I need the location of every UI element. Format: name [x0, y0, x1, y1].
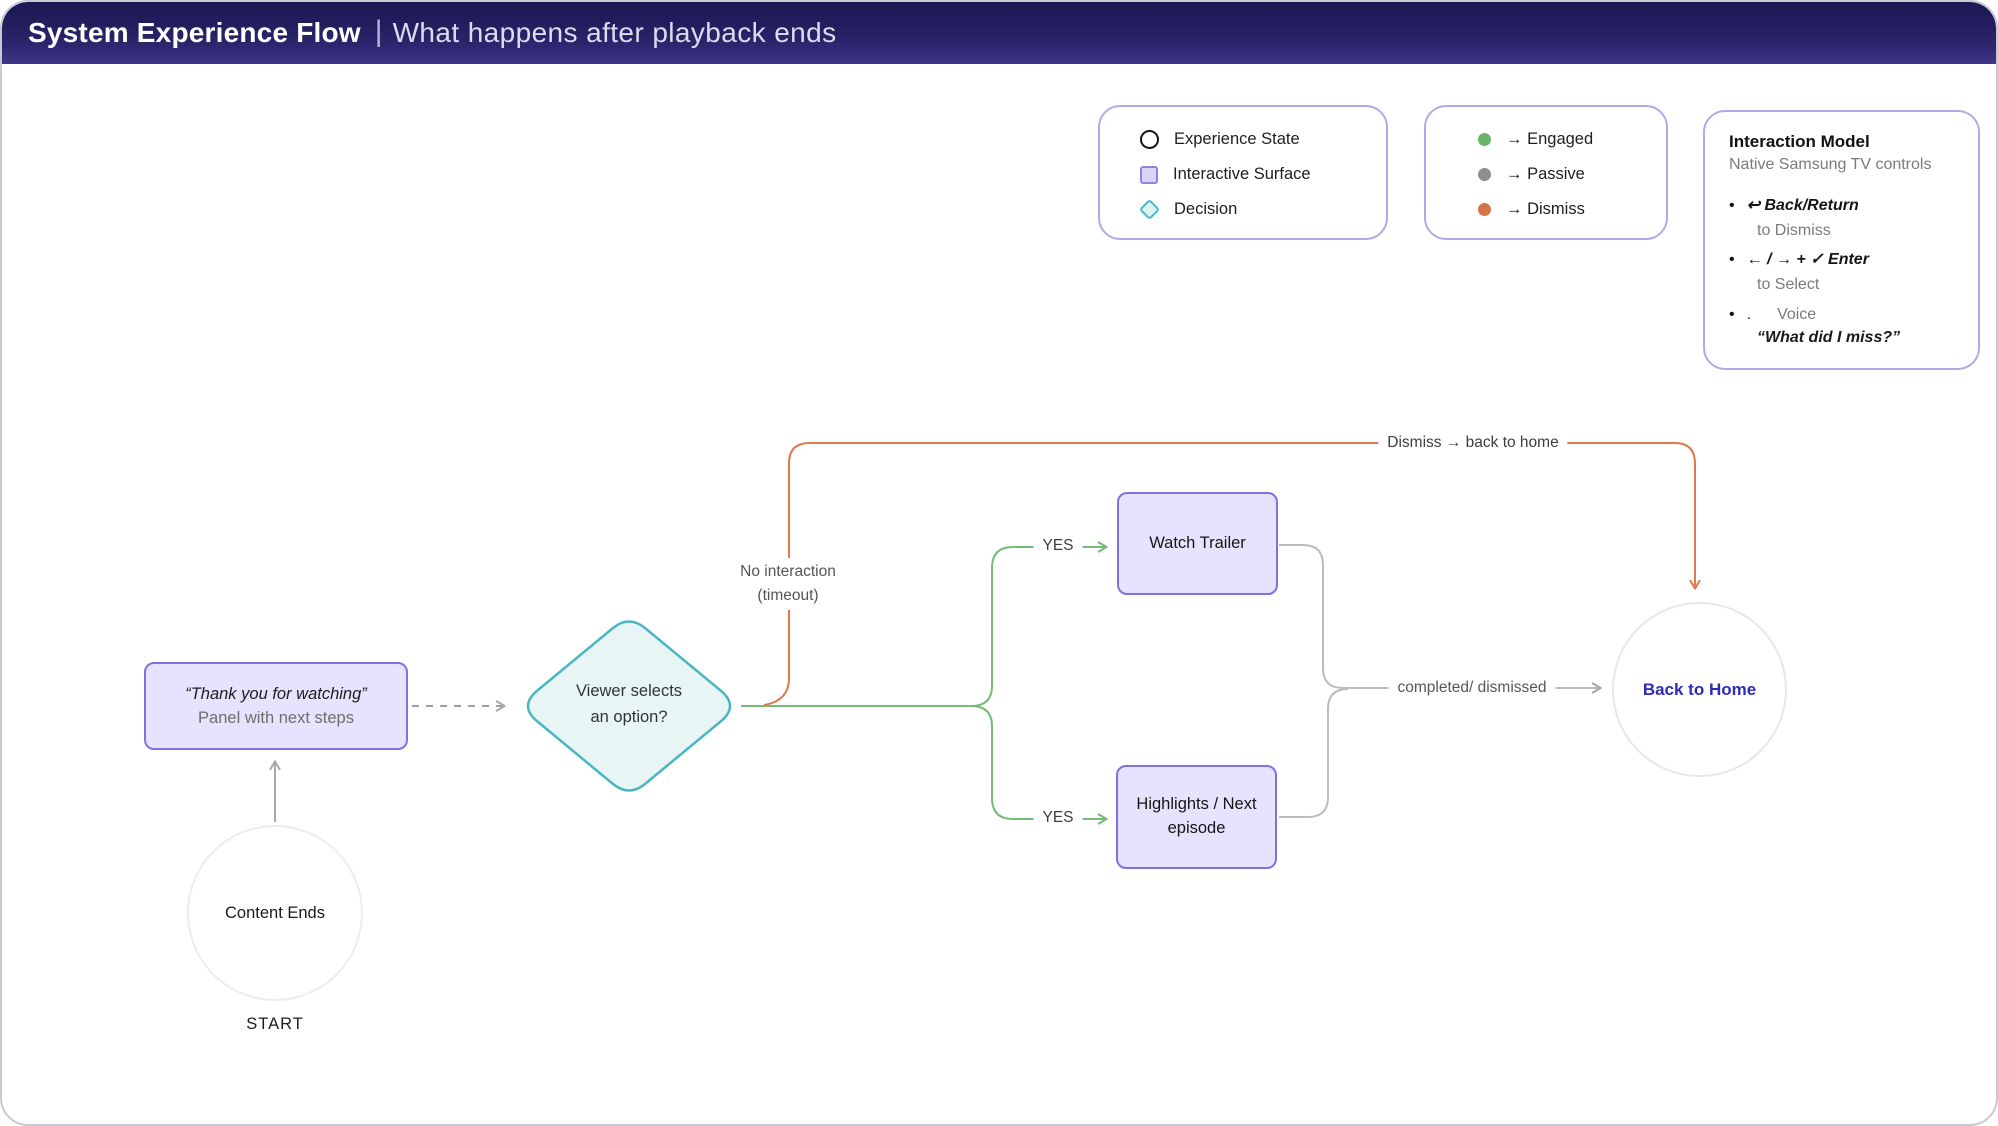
panel-line1: “Thank you for watching”	[185, 684, 367, 703]
legend-item-engaged: → Engaged	[1478, 122, 1666, 157]
orange-dot-icon	[1478, 203, 1491, 216]
legend-label: Interactive Surface	[1173, 165, 1311, 183]
legend-shapes-card: Experience State Interactive Surface Dec…	[1098, 105, 1388, 240]
header-bar: System Experience Flow | What happens af…	[2, 2, 1996, 64]
bullet-icon: •	[1729, 251, 1735, 269]
decision-line1: Viewer selects	[575, 682, 683, 700]
interaction-model-bullets: • ↩ Back/Return to Dismiss • ← / → + ✓ E…	[1729, 194, 1960, 347]
bullet-back-return: • ↩ Back/Return	[1729, 194, 1960, 218]
legend-label: → Passive	[1506, 165, 1585, 183]
timeout-line2: (timeout)	[757, 587, 819, 604]
bullet-desc: to Select	[1757, 276, 1820, 294]
legend-item-passive: → Passive	[1478, 157, 1666, 192]
node-back-to-home: Back to Home	[1612, 602, 1787, 777]
circle-icon	[1140, 130, 1159, 149]
start-caption: START	[246, 1015, 304, 1033]
edge-label-yes-highlights: YES	[1033, 807, 1083, 829]
edge-label-completed-dismissed: completed/ dismissed	[1388, 677, 1556, 699]
edge-trailer-to-home	[1279, 544, 1602, 694]
node-decision-label: Viewer selects an option?	[539, 679, 719, 730]
edge-label-timeout: No interaction (timeout)	[731, 557, 845, 611]
legend-label: → Engaged	[1506, 130, 1594, 148]
bullet-key: Voice	[1777, 305, 1817, 323]
legend-label: → Dismiss	[1506, 200, 1585, 218]
page-subtitle: What happens after playback ends	[392, 17, 837, 48]
bullet-key: ↩ Back/Return	[1746, 197, 1859, 214]
page-title: System Experience Flow	[28, 17, 361, 48]
panel-line2: Panel with next steps	[198, 708, 354, 727]
voice-quote: “What did I miss?”	[1757, 328, 1901, 346]
timeout-line1: No interaction	[740, 562, 836, 580]
interaction-model-title: Interaction Model	[1729, 132, 1870, 151]
bullet-voice: • . Voice	[1729, 303, 1960, 327]
edge-dismiss-to-home	[763, 442, 1701, 706]
edge-yes-to-highlights	[970, 705, 1108, 825]
legend-item-interactive-surface: Interactive Surface	[1140, 157, 1386, 192]
legend-item-experience-state: Experience State	[1140, 122, 1386, 157]
legend-item-decision: Decision	[1138, 192, 1386, 227]
edge-label-yes-trailer: YES	[1033, 535, 1083, 557]
legend-label: Decision	[1174, 200, 1238, 218]
gray-dot-icon	[1478, 168, 1491, 181]
bullet-enter-select: • ← / → + ✓ Enter	[1729, 248, 1960, 272]
square-icon	[1140, 165, 1158, 184]
interaction-model-card: Interaction Model Native Samsung TV cont…	[1703, 110, 1980, 370]
edge-label-dismiss-home: Dismiss → back to home	[1378, 432, 1568, 454]
diamond-icon	[1138, 198, 1161, 221]
legend-item-dismiss: → Dismiss	[1478, 192, 1666, 227]
green-dot-icon	[1478, 133, 1491, 146]
interaction-model-subtitle: Native Samsung TV controls	[1729, 156, 1932, 173]
legend-label: Experience State	[1174, 130, 1300, 148]
bullet-desc: to Dismiss	[1757, 222, 1831, 239]
legend-outcomes-card: → Engaged → Passive → Dismiss	[1424, 105, 1668, 240]
bullet-icon: •	[1729, 305, 1735, 323]
edge-yes-to-trailer	[741, 541, 1108, 707]
node-thank-you-panel: “Thank you for watching” Panel with next…	[144, 662, 408, 750]
decision-line2: an option?	[590, 707, 668, 726]
voice-glyph: .	[1746, 305, 1752, 323]
node-watch-trailer: Watch Trailer	[1117, 492, 1278, 595]
node-content-ends: Content Ends	[187, 825, 363, 1001]
node-highlights-next-episode: Highlights / Next episode	[1116, 765, 1277, 869]
decision-diamond-shape	[526, 620, 732, 792]
bullet-icon: •	[1729, 197, 1735, 214]
title-separator: |	[374, 15, 383, 48]
edge-highlights-to-home	[1279, 688, 1349, 818]
bullet-key: ← / → + ✓ Enter	[1746, 251, 1869, 269]
